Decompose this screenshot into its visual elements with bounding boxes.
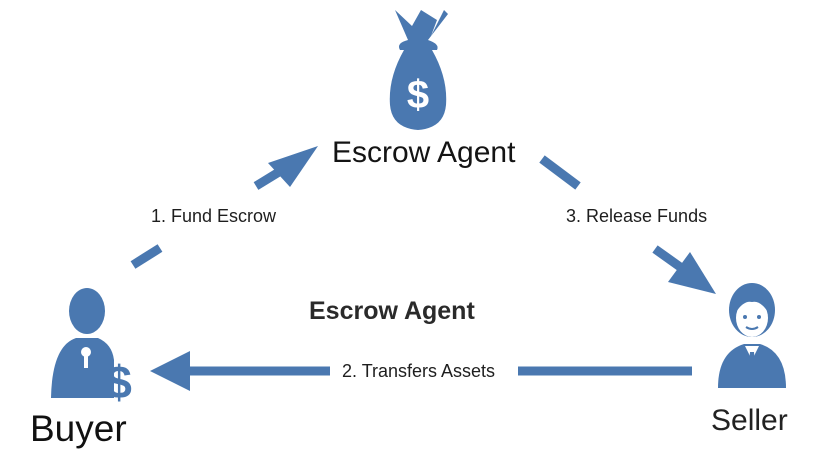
money-bag-icon: $ [389,10,448,130]
seller-label: Seller [711,404,788,437]
release-funds-label: 3. Release Funds [566,206,708,226]
release-funds-arrow [539,155,716,294]
svg-text:$: $ [106,356,132,408]
transfers-assets-label: 2. Transfers Assets [342,361,496,381]
escrow-agent-title: Escrow Agent [332,136,516,169]
seller-person-icon [718,283,786,388]
center-escrow-agent-title: Escrow Agent [309,297,475,325]
fund-escrow-label: 1. Fund Escrow [151,206,277,226]
fund-escrow-arrow [130,146,318,269]
svg-text:$: $ [407,73,429,117]
transfer-assets-arrow [150,351,692,391]
buyer-label: Buyer [30,408,127,449]
buyer-person-icon: $ [51,288,132,408]
